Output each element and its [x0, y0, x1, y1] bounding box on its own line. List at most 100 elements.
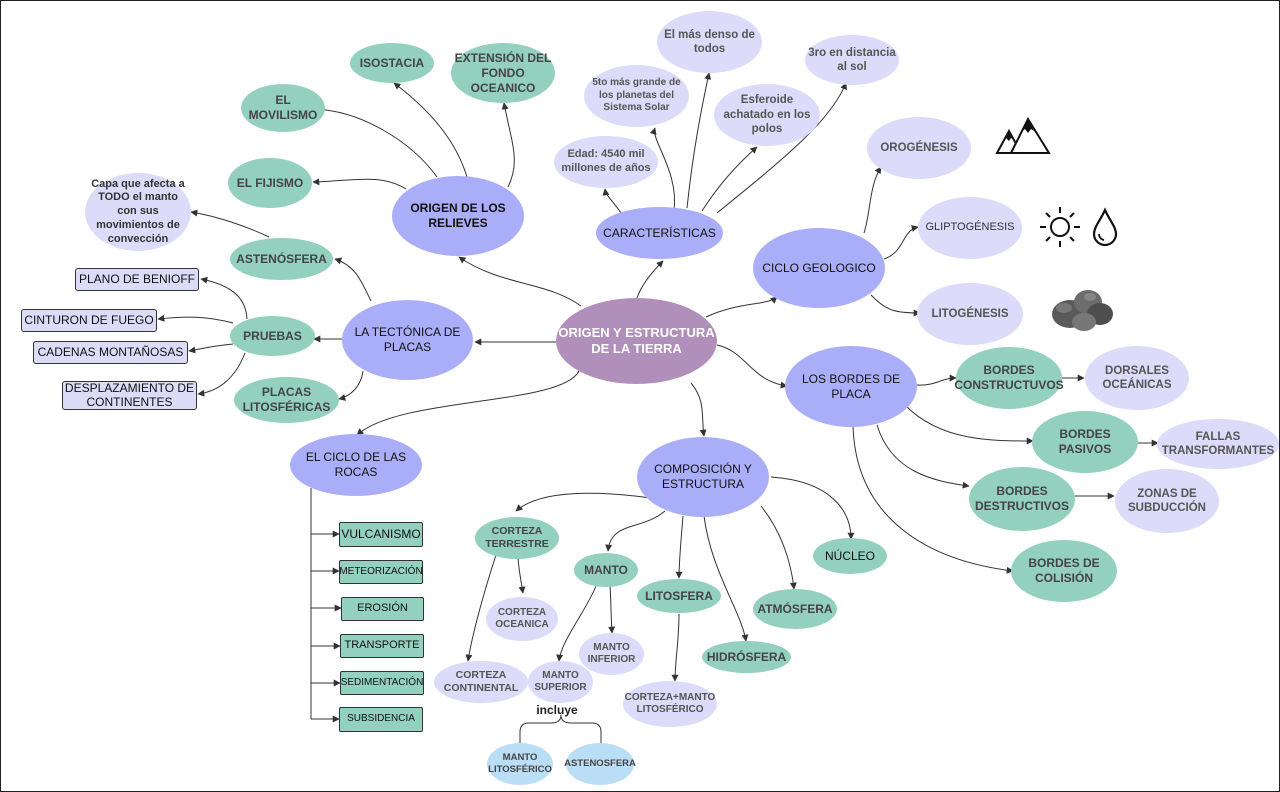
node-manto-litosferico[interactable]: MANTO LITOSFÉRICO [487, 743, 553, 785]
box-meteorizacion[interactable]: METEORIZACIÓN [339, 560, 423, 584]
node-origen-relieves[interactable]: ORIGEN DE LOS RELIEVES [392, 176, 524, 256]
edge-pruebas-benioff [200, 276, 248, 320]
box-subsidencia[interactable]: SUBSIDENCIA [339, 707, 423, 732]
node-pruebas[interactable]: PRUEBAS [230, 316, 315, 356]
node-tercero-sol[interactable]: 3ro en distancia al sol [805, 35, 899, 85]
edge-car-denso [686, 72, 712, 209]
node-tectonica[interactable]: LA TECTÓNICA DE PLACAS [342, 300, 473, 380]
node-corteza-manto[interactable]: CORTEZA+MANTO LITOSFÉRICO [623, 681, 717, 727]
edge-central-caracteristicas [636, 260, 664, 299]
edge-cg-litogenesis [870, 294, 921, 317]
edge-manto-superior [556, 585, 597, 662]
node-gliptogenesis[interactable]: GLIPTOGÉNESIS [918, 197, 1022, 259]
edge-car-esferoide [701, 146, 758, 212]
edge-manto-inferior [608, 584, 616, 634]
incluye-bracket [519, 714, 602, 744]
central-node[interactable]: ORIGEN Y ESTRUCTURA DE LA TIERRA [556, 298, 717, 384]
edge-central-relieves [458, 256, 582, 307]
node-nucleo[interactable]: NÚCLEO [813, 538, 887, 574]
edge-central-composicion [690, 382, 707, 437]
edge-tect-placas [338, 370, 364, 401]
node-manto-inferior[interactable]: MANTO INFERIOR [579, 633, 644, 675]
node-corteza-terrestre[interactable]: CORTEZA TERRESTRE [475, 517, 559, 559]
edge-relieves-movilismo [314, 105, 438, 178]
node-dorsales[interactable]: DORSALES OCEÁNICAS [1085, 346, 1189, 410]
edge-corteza-continental [465, 554, 497, 662]
box-sedimentacion[interactable]: SEDIMENTACIÓN [340, 671, 424, 695]
edge-litosfera-cortezamanto [671, 613, 680, 682]
edge-comp-atmosfera [760, 505, 797, 590]
node-placas-litosfericas[interactable]: PLACAS LITOSFÉRICAS [234, 377, 339, 423]
node-fijismo[interactable]: EL FIJISMO [228, 158, 312, 208]
node-ciclo-geologico[interactable]: CICLO GEOLOGICO [753, 228, 885, 308]
edge-relieves-fijismo [312, 178, 407, 190]
edge-bordes-colision [852, 425, 1014, 574]
node-bordes-colision[interactable]: BORDES DE COLISIÓN [1011, 540, 1117, 602]
edge-central-bordes [716, 344, 788, 389]
edge-asten-note [190, 209, 270, 238]
box-cadenas-montanosas[interactable]: CADENAS MONTAÑOSAS [33, 341, 188, 364]
edge-car-edad [602, 188, 622, 214]
node-astenosfera-note[interactable]: Capa que afecta a TODO el manto con sus … [85, 173, 191, 251]
node-composicion[interactable]: COMPOSICIÓN Y ESTRUCTURA [637, 437, 769, 517]
mountains-icon [995, 116, 1051, 154]
edge-car-tercero [716, 82, 847, 214]
node-corteza-continental[interactable]: CORTEZA CONTINENTAL [434, 661, 528, 703]
edge-pruebas-cinturon [157, 314, 234, 324]
node-hidrosfera[interactable]: HIDRÓSFERA [702, 641, 791, 673]
node-caracteristicas[interactable]: CARACTERÍSTICAS [596, 207, 723, 259]
node-astenosfera-tect[interactable]: ASTENÓSFERA [230, 238, 333, 280]
edge-cg-orogenesis [863, 166, 882, 234]
box-erosion[interactable]: EROSIÓN [341, 597, 424, 621]
box-transporte[interactable]: TRANSPORTE [340, 634, 424, 658]
edge-corteza-oceanica [517, 557, 526, 594]
node-movilismo[interactable]: EL MOVILISMO [241, 84, 325, 132]
edge-tect-astenosfera [334, 257, 372, 302]
node-zonas-subduccion[interactable]: ZONAS DE SUBDUCCIÓN [1115, 469, 1219, 533]
node-bordes-destructivos[interactable]: BORDES DESTRUCTIVOS [969, 467, 1075, 531]
edge-car-quinto [649, 127, 676, 212]
edge-pruebas-cadenas [188, 343, 234, 354]
edge-central-rocas [356, 370, 580, 436]
edge-relieves-isostacia [393, 82, 468, 178]
node-astenosfera-comp[interactable]: ASTENOSFERA [564, 743, 636, 785]
node-corteza-oceanica[interactable]: CORTEZA OCEANICA [486, 597, 558, 641]
edge-comp-nucleo [770, 476, 855, 540]
node-edad[interactable]: Edad: 4540 mil millones de años [554, 136, 658, 188]
box-plano-benioff[interactable]: PLANO DE BENIOFF [75, 268, 199, 291]
node-mas-denso[interactable]: El más denso de todos [657, 11, 762, 73]
label-incluye: incluye [536, 702, 578, 717]
edge-cg-gliptogenesis [883, 225, 919, 260]
edge-bordes-pasivos [905, 405, 1034, 445]
edge-comp-manto [605, 510, 666, 552]
node-orogenesis[interactable]: OROGÉNESIS [867, 117, 971, 179]
node-litosfera[interactable]: LITOSFERA [637, 579, 721, 613]
rocks-icon [1052, 290, 1113, 331]
node-bordes-constructivos[interactable]: BORDES CONSTRUCTUVOS [954, 347, 1064, 409]
edge-central-ciclogeo [705, 296, 778, 318]
node-quinto-grande[interactable]: 5to más grande de los planetas del Siste… [584, 65, 689, 127]
node-manto[interactable]: MANTO [574, 553, 638, 587]
node-bordes-placa[interactable]: LOS BORDES DE PLACA [785, 346, 917, 427]
node-isostacia[interactable]: ISOSTACIA [350, 43, 434, 83]
sun-icon [1040, 207, 1080, 247]
edge-comp-corteza [515, 492, 652, 512]
box-desplazamiento[interactable]: DESPLAZAMIENTO DE CONTINENTES [62, 381, 197, 410]
water-drop-icon [1092, 207, 1118, 247]
box-cinturon-fuego[interactable]: CINTURON DE FUEGO [21, 309, 157, 332]
node-atmosfera[interactable]: ATMÓSFERA [753, 589, 837, 629]
box-vulcanismo[interactable]: VULCANISMO [339, 522, 423, 547]
node-extension-fondo[interactable]: EXTENSIÓN DEL FONDO OCEANICO [451, 43, 555, 103]
node-esferoide[interactable]: Esferoide achatado en los polos [714, 84, 820, 146]
edge-comp-litosfera [675, 515, 684, 579]
edge-bordes-destructivos [876, 424, 970, 489]
edge-pruebas-desplazamiento [197, 352, 246, 397]
node-manto-superior[interactable]: MANTO SUPERIOR [528, 661, 593, 703]
node-fallas-transformantes[interactable]: FALLAS TRANSFORMANTES [1157, 419, 1279, 469]
edge-bordes-constructivos [916, 374, 957, 386]
node-ciclo-rocas[interactable]: EL CICLO DE LAS ROCAS [290, 434, 422, 496]
node-litogenesis[interactable]: LITOGÉNESIS [917, 283, 1023, 345]
node-bordes-pasivos[interactable]: BORDES PASIVOS [1032, 411, 1138, 473]
